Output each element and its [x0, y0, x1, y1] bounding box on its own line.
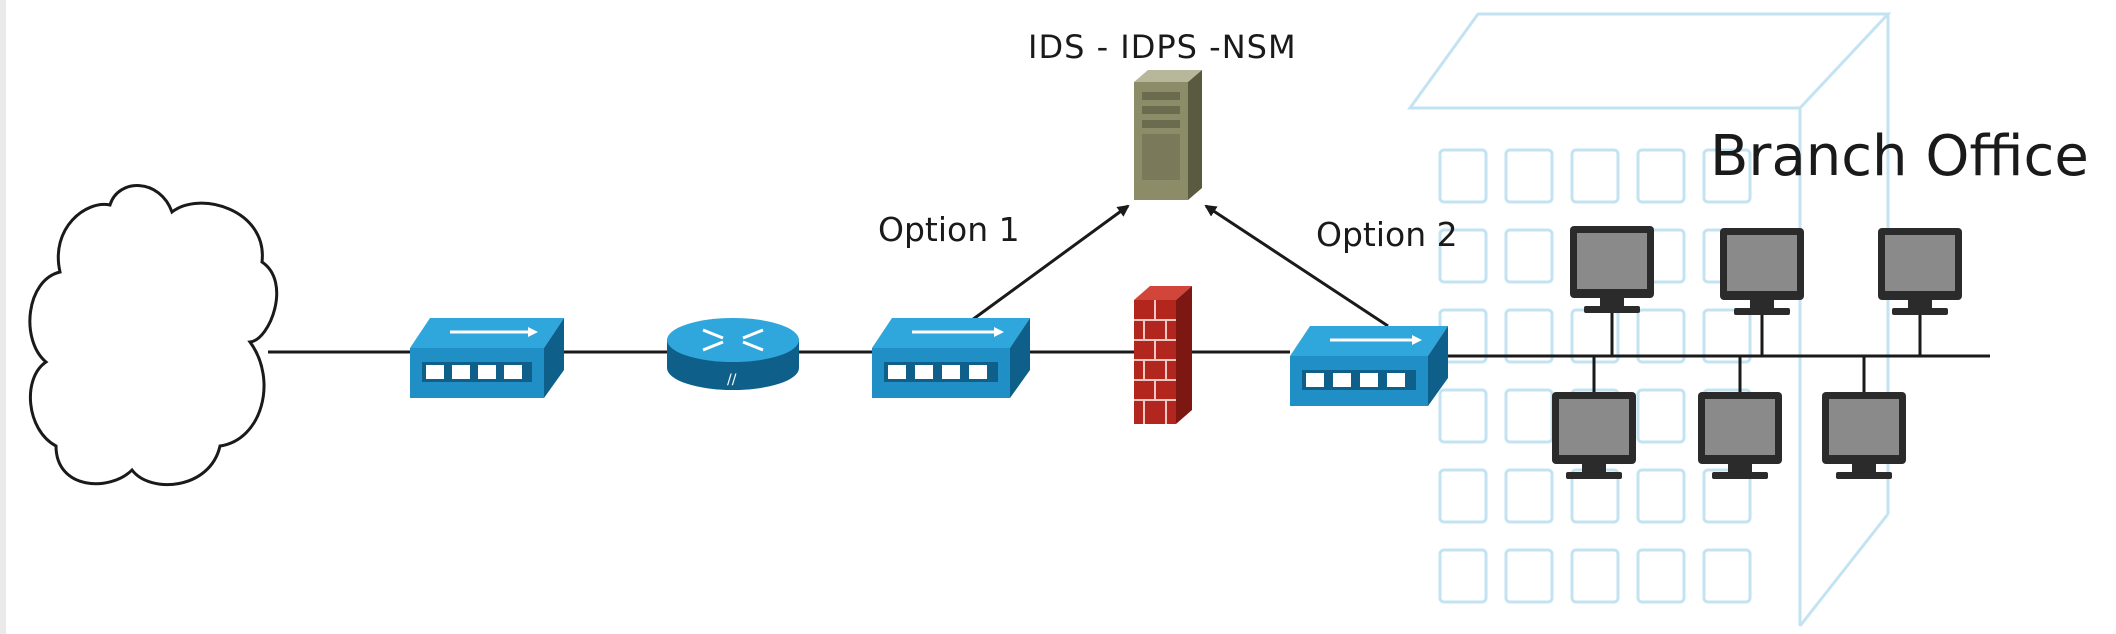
branch-office-label: Branch Office: [1710, 124, 2089, 189]
building-window: [1570, 548, 1620, 604]
pc-bottom-1-icon: [1552, 392, 1636, 479]
pc-bottom-2-icon: [1698, 392, 1782, 479]
building-window: [1438, 388, 1488, 444]
router-icon: //: [667, 318, 799, 390]
building-window: [1504, 308, 1554, 364]
building-window: [1636, 148, 1686, 204]
switch-2-icon: [872, 318, 1030, 398]
building-window: [1702, 148, 1752, 204]
building-window: [1504, 548, 1554, 604]
option1-label: Option 1: [878, 210, 1020, 249]
pc-bottom-3-icon: [1822, 392, 1906, 479]
left-frame-edge: [0, 0, 6, 634]
building-window: [1504, 388, 1554, 444]
switch-3-icon: [1290, 326, 1448, 406]
switch-1-icon: [410, 318, 564, 398]
option1-arrow: [971, 204, 1130, 322]
ids-server-icon: [1134, 70, 1202, 200]
building-window: [1438, 148, 1488, 204]
option2-arrow: [1204, 204, 1389, 328]
pc-top-3-icon: [1878, 228, 1962, 315]
pc-top-2-icon: [1720, 228, 1804, 315]
building-window: [1636, 468, 1686, 524]
building-window: [1636, 308, 1686, 364]
svg-text://: //: [727, 372, 737, 388]
pc-top-1-icon: [1570, 226, 1654, 313]
branch-building: [1407, 12, 1892, 627]
building-window: [1636, 548, 1686, 604]
internet-cloud-icon: [28, 184, 279, 487]
building-window: [1438, 228, 1488, 284]
option2-label: Option 2: [1316, 215, 1458, 254]
building-window: [1438, 548, 1488, 604]
building-window: [1570, 148, 1620, 204]
building-window: [1504, 228, 1554, 284]
building-window: [1636, 388, 1686, 444]
ids-label: IDS - IDPS -NSM: [1028, 28, 1297, 66]
building-window: [1438, 468, 1488, 524]
building-window: [1504, 148, 1554, 204]
building-window: [1702, 548, 1752, 604]
building-window: [1702, 308, 1752, 364]
building-window: [1504, 468, 1554, 524]
firewall-icon: [1134, 286, 1192, 424]
building-window: [1702, 468, 1752, 524]
